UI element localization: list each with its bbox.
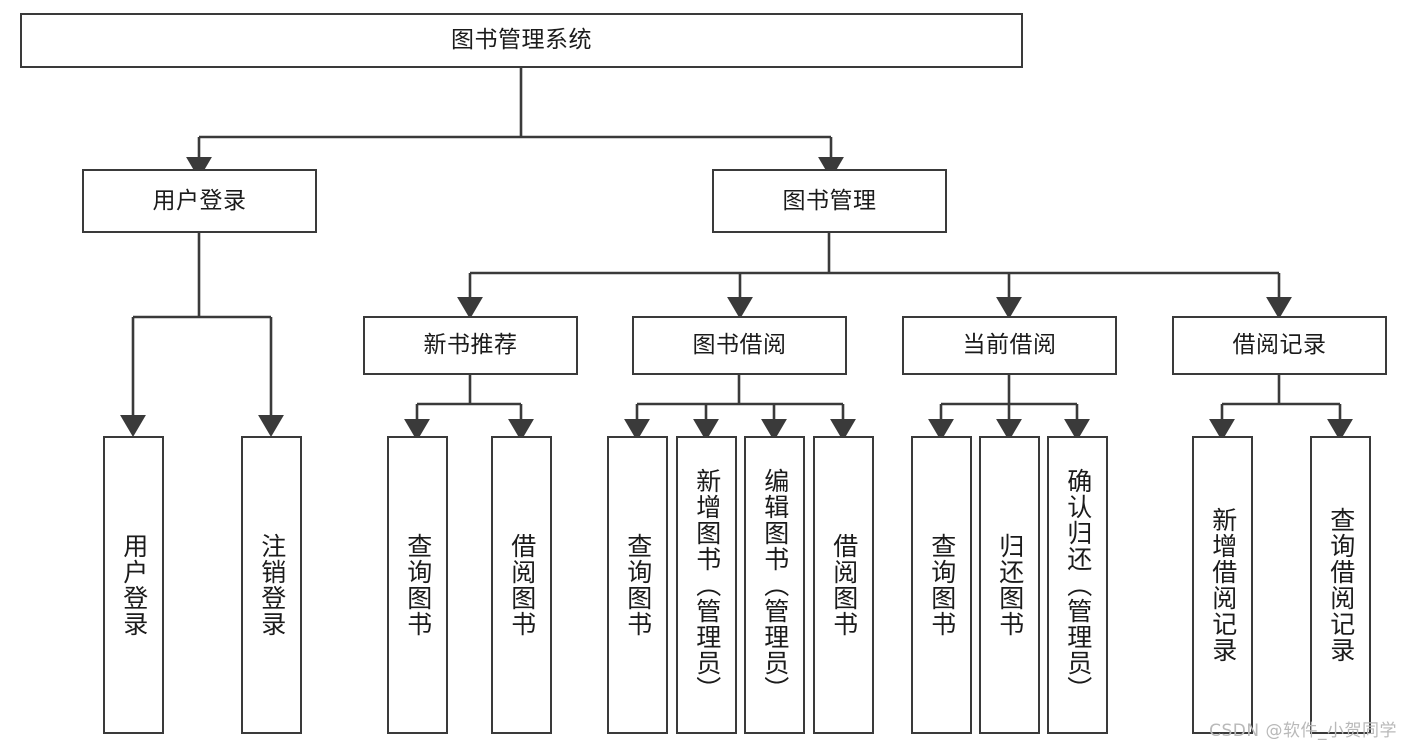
node-label: 新增借阅记录	[1208, 507, 1238, 663]
leaf-query-book-borrow[interactable]: 查询图书	[607, 436, 668, 734]
leaf-query-book-current[interactable]: 查询图书	[911, 436, 972, 734]
leaf-borrow-book-recommend[interactable]: 借阅图书	[491, 436, 552, 734]
node-label: 借阅图书	[507, 533, 537, 637]
node-label: 当前借阅	[962, 332, 1057, 359]
leaf-add-borrow-record[interactable]: 新增借阅记录	[1192, 436, 1253, 734]
node-new-book-recommend[interactable]: 新书推荐	[363, 316, 578, 375]
leaf-user-login[interactable]: 用户登录	[103, 436, 164, 734]
node-label: 查询图书	[623, 533, 653, 637]
node-label: 新增图书（管理员）	[692, 468, 722, 702]
node-borrow-record[interactable]: 借阅记录	[1172, 316, 1387, 375]
leaf-borrow-book[interactable]: 借阅图书	[813, 436, 874, 734]
leaf-user-logout[interactable]: 注销登录	[241, 436, 302, 734]
node-label: 图书借阅	[692, 332, 787, 359]
node-label: 查询图书	[403, 533, 433, 637]
leaf-add-book-admin[interactable]: 新增图书（管理员）	[676, 436, 737, 734]
node-label: 确认归还（管理员）	[1063, 468, 1093, 702]
leaf-confirm-return-admin[interactable]: 确认归还（管理员）	[1047, 436, 1108, 734]
node-root-book-management-system[interactable]: 图书管理系统	[20, 13, 1023, 68]
node-label: 借阅记录	[1232, 332, 1327, 359]
node-book-borrow[interactable]: 图书借阅	[632, 316, 847, 375]
csdn-watermark: CSDN @软件_小贺同学	[1209, 721, 1397, 741]
node-label: 归还图书	[995, 533, 1025, 637]
node-book-management[interactable]: 图书管理	[712, 169, 947, 233]
node-label: 新书推荐	[423, 332, 518, 359]
node-label: 图书管理系统	[451, 27, 592, 54]
node-label: 注销登录	[257, 533, 287, 637]
leaf-query-borrow-record[interactable]: 查询借阅记录	[1310, 436, 1371, 734]
node-current-borrow[interactable]: 当前借阅	[902, 316, 1117, 375]
node-user-login[interactable]: 用户登录	[82, 169, 317, 233]
node-label: 用户登录	[119, 533, 149, 637]
leaf-return-book[interactable]: 归还图书	[979, 436, 1040, 734]
node-label: 编辑图书（管理员）	[760, 468, 790, 702]
node-label: 用户登录	[152, 187, 247, 214]
leaf-query-book-recommend[interactable]: 查询图书	[387, 436, 448, 734]
node-label: 图书管理	[782, 187, 877, 214]
node-label: 查询借阅记录	[1326, 507, 1356, 663]
node-label: 借阅图书	[829, 533, 859, 637]
leaf-edit-book-admin[interactable]: 编辑图书（管理员）	[744, 436, 805, 734]
node-label: 查询图书	[927, 533, 957, 637]
